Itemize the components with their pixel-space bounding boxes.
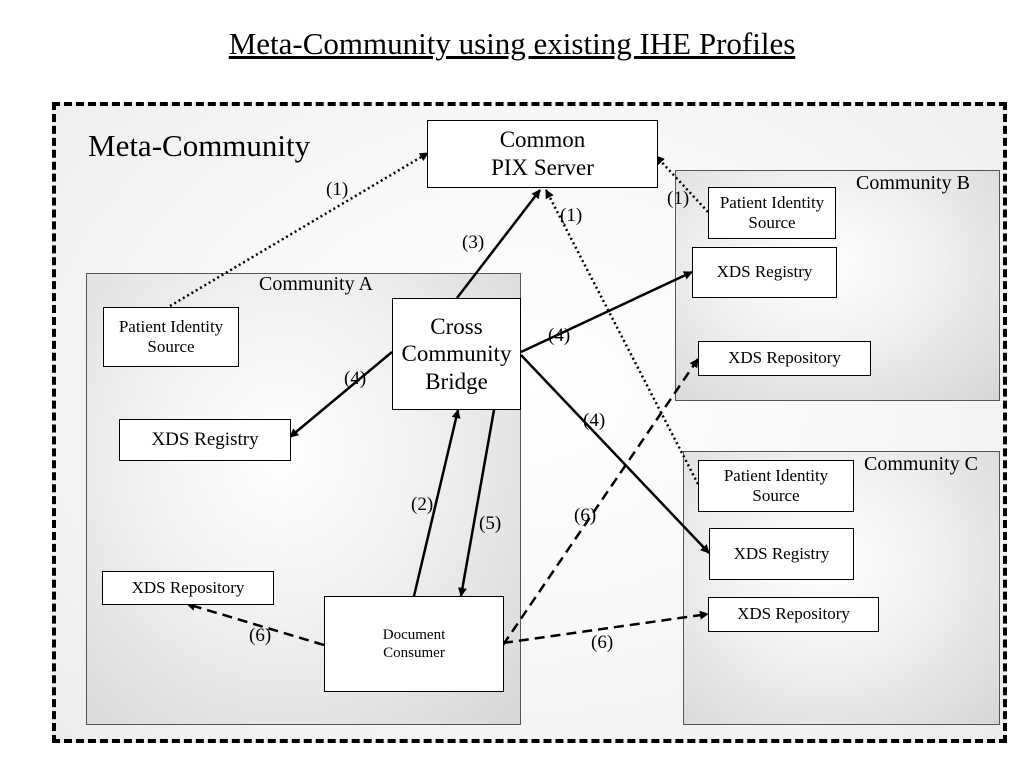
page-title: Meta-Community using existing IHE Profil… (228, 26, 796, 61)
community-b-xds-repository: XDS Repository (698, 341, 871, 376)
arrow-pid-c-to-pix (544, 189, 700, 485)
registry-c-label: XDS Registry (733, 543, 830, 563)
step-label-5: (5) (479, 513, 502, 534)
arrow-consumer-to-bridge (412, 409, 461, 597)
bridge-line2: Community (401, 341, 512, 367)
community-c-xds-registry: XDS Registry (709, 528, 854, 580)
step-label-1-community-a: (1) (326, 179, 349, 200)
repository-b-label: XDS Repository (728, 348, 841, 368)
step-label-6-community-a: (6) (249, 625, 272, 646)
arrow-consumer-to-repository-c (502, 610, 709, 645)
registry-a-label: XDS Registry (151, 428, 259, 450)
step-label-2: (2) (411, 494, 434, 515)
arrow-bridge-to-registry-b (520, 270, 693, 354)
step-label-1-community-b: (1) (667, 188, 690, 209)
bridge-line3: Bridge (425, 368, 488, 394)
community-a-xds-registry: XDS Registry (119, 419, 291, 461)
repository-c-label: XDS Repository (737, 604, 850, 624)
consumer-line2: Consumer (383, 645, 445, 661)
step-label-1-community-c: (1) (560, 205, 583, 226)
consumer-line1: Document (382, 627, 446, 643)
bridge-line1: Cross (430, 313, 483, 339)
arrow-pid-a-to-pix (169, 151, 429, 308)
community-b-xds-registry: XDS Registry (692, 247, 837, 298)
step-label-6-community-c: (6) (591, 632, 614, 653)
meta-community-border (52, 102, 1007, 743)
arrow-bridge-to-pix (456, 189, 541, 299)
community-a-label: Community A (259, 273, 373, 295)
community-a-xds-repository: XDS Repository (102, 571, 274, 605)
community-c-label: Community C (864, 453, 978, 475)
pid-a-line2: Source (147, 337, 195, 356)
step-label-4-community-b: (4) (548, 325, 571, 346)
community-b-label: Community B (856, 172, 970, 194)
registry-b-label: XDS Registry (716, 262, 813, 282)
community-c-xds-repository: XDS Repository (708, 597, 879, 632)
arrow-consumer-to-repository-a (186, 602, 325, 647)
pid-b-line1: Patient Identity (719, 192, 825, 212)
arrow-bridge-to-registry-c (520, 354, 710, 554)
repository-a-label: XDS Repository (131, 577, 245, 597)
pid-c-line2: Source (752, 486, 800, 505)
step-label-4-community-a: (4) (344, 368, 367, 389)
pid-b-line2: Source (748, 213, 796, 232)
pid-c-line1: Patient Identity (723, 465, 829, 485)
pid-a-line1: Patient Identity (118, 316, 224, 336)
pix-server-line2: PIX Server (491, 155, 594, 180)
step-label-6-community-b: (6) (574, 505, 597, 526)
step-label-4-community-c: (4) (583, 410, 606, 431)
meta-community-label: Meta-Community (88, 128, 311, 163)
pix-server-line1: Common (499, 127, 586, 153)
arrow-bridge-to-registry-a (289, 351, 393, 438)
step-label-3: (3) (462, 232, 485, 253)
arrow-consumer-to-repository-b (501, 358, 700, 646)
arrow-bridge-to-consumer (457, 409, 496, 597)
